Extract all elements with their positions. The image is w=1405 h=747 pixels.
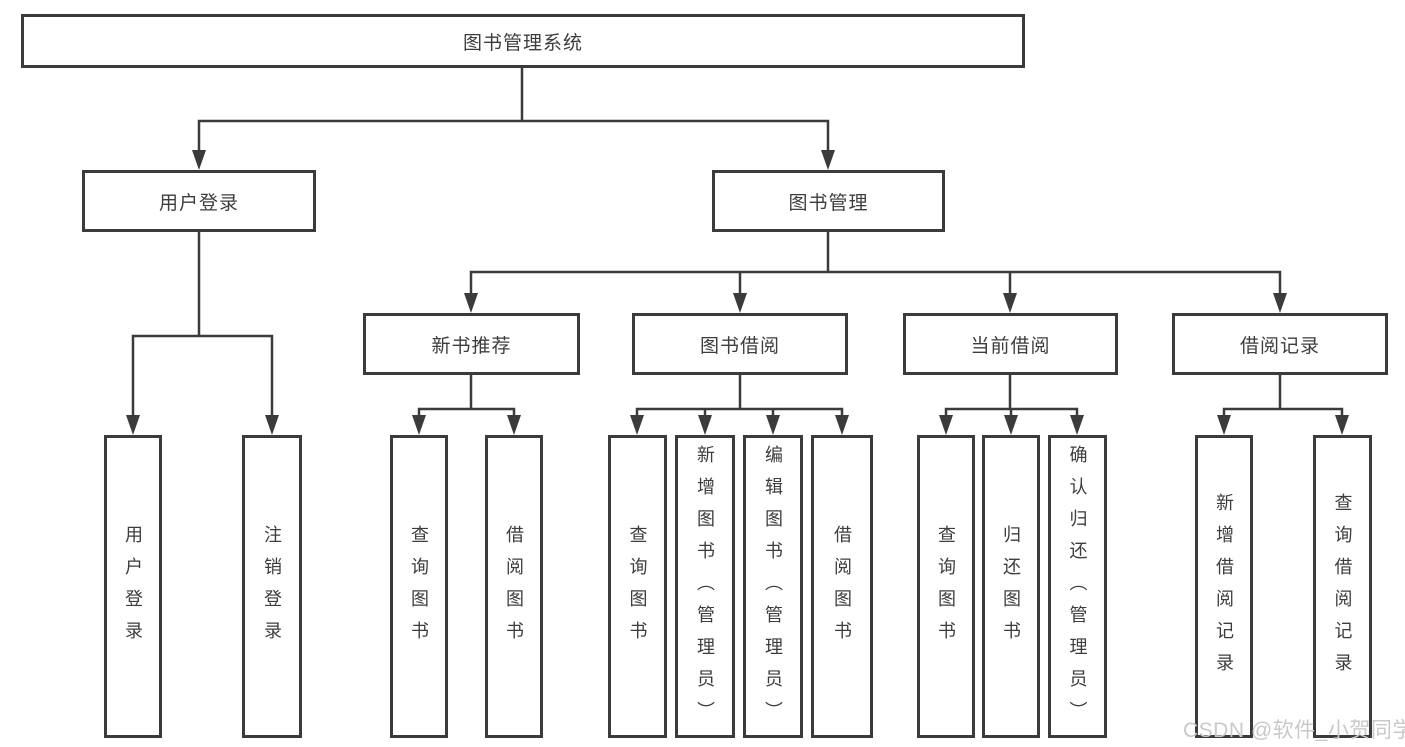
node-new-book-recommend: 新书推荐 <box>363 313 580 375</box>
leaf-query-books-recommend: 查询图书 <box>390 435 448 738</box>
leaf-edit-book-admin: 编辑图书（管理员） <box>743 435 803 738</box>
leaf-borrow-books-2: 借阅图书 <box>811 435 873 738</box>
leaf-query-borrow-record: 查询借阅记录 <box>1313 435 1372 738</box>
node-borrow-records: 借阅记录 <box>1172 313 1388 375</box>
node-book-borrow: 图书借阅 <box>632 313 848 375</box>
arrowhead-icons <box>126 150 1349 435</box>
leaf-user-login: 用户登录 <box>104 435 162 738</box>
node-current-borrow: 当前借阅 <box>903 313 1118 375</box>
leaf-logout-login: 注销登录 <box>242 435 302 738</box>
leaf-return-books: 归还图书 <box>982 435 1040 738</box>
csdn-watermark: CSDN @软件_小贺同学 <box>1183 719 1405 742</box>
connector-lines <box>131 68 1344 419</box>
node-user-login: 用户登录 <box>82 170 316 232</box>
leaf-confirm-return-admin: 确认归还（管理员） <box>1048 435 1107 738</box>
leaf-query-books-current: 查询图书 <box>917 435 975 738</box>
node-book-management: 图书管理 <box>712 170 945 232</box>
node-library-system: 图书管理系统 <box>21 14 1025 68</box>
leaf-add-book-admin: 新增图书（管理员） <box>675 435 735 738</box>
leaf-borrow-books-recommend: 借阅图书 <box>485 435 543 738</box>
leaf-add-borrow-record: 新增借阅记录 <box>1195 435 1253 738</box>
leaf-query-books-borrow: 查询图书 <box>608 435 667 738</box>
